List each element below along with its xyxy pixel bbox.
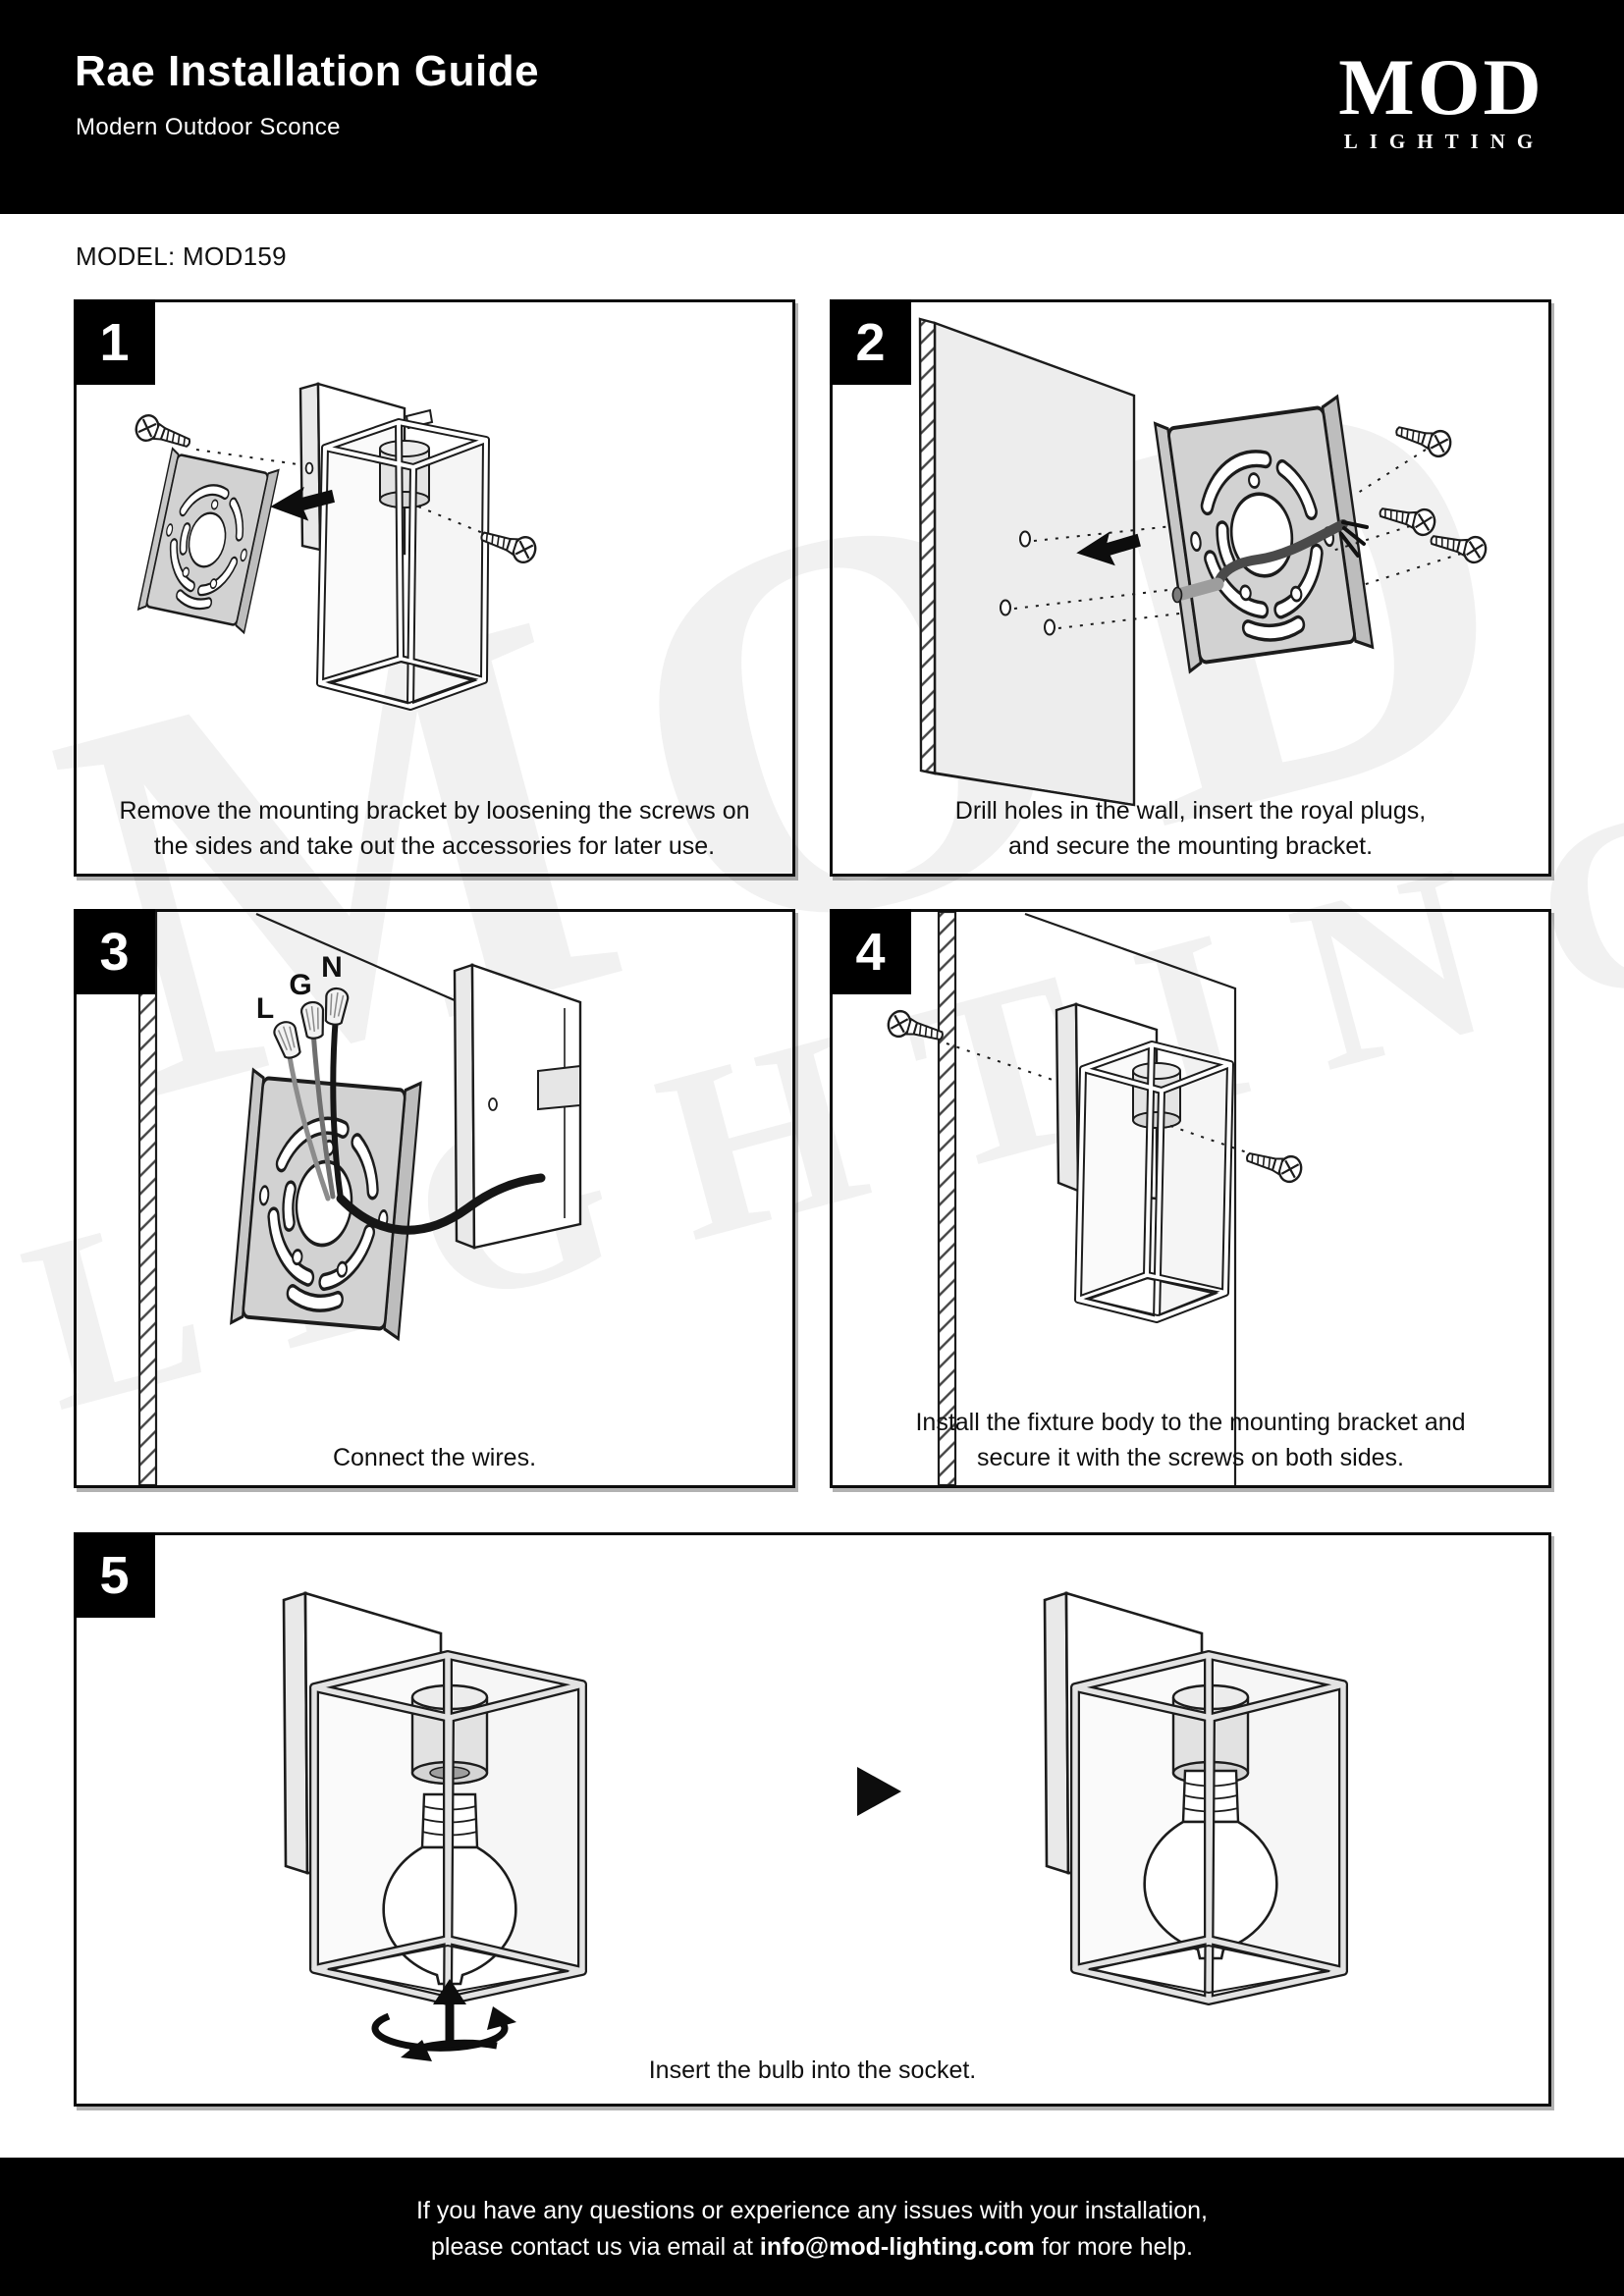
screw-icon [884, 1007, 947, 1050]
screw-icon [132, 410, 195, 456]
footer-line-1: If you have any questions or experience … [415, 2197, 1208, 2224]
page-title: Rae Installation Guide [75, 47, 540, 95]
wire-nut-icon [321, 986, 351, 1028]
screw-icon [1427, 525, 1489, 566]
step-5-illustration [282, 1591, 1348, 2061]
step-5-caption: Insert the bulb into the socket. [648, 2056, 977, 2084]
screw-icon [1391, 417, 1455, 460]
wire-nut-icon [270, 1018, 305, 1062]
step-5-badge: 5 [74, 1532, 155, 1618]
next-step-arrow-icon [857, 1767, 901, 1816]
remove-arrow-icon [270, 486, 335, 521]
fixture-with-bulb-installed [1043, 1591, 1348, 2005]
screw-icon [1376, 498, 1438, 539]
step-1-caption: Remove the mounting bracket by loosening… [119, 797, 750, 860]
footer-line-2-prefix: please contact us via email at [431, 2233, 760, 2261]
wire-label-live: L [256, 992, 274, 1025]
step-2-caption: Drill holes in the wall, insert the roya… [954, 797, 1427, 860]
wire-bundle [1171, 519, 1369, 604]
brand-logo-lighting: LIGHTING [1343, 129, 1545, 153]
step-4-caption: Install the fixture body to the mounting… [915, 1409, 1466, 1471]
step-3-badge: 3 [74, 909, 155, 994]
step-3-panel: 3 L G N Connect the wires. [74, 909, 795, 1488]
wires [286, 1013, 546, 1235]
brand-logo: MOD LIGHTING [1324, 42, 1559, 154]
step-3-caption: Connect the wires. [332, 1444, 537, 1471]
step-1-panel: 1 [74, 299, 795, 877]
model-number: MODEL: MOD159 [76, 241, 287, 271]
step-4-badge: 4 [830, 909, 911, 994]
step-2-panel: 2 Drill holes in the wall, insert the ro… [830, 299, 1551, 877]
fixture-lantern [316, 408, 490, 711]
footer-line-2-suffix: for more help. [1034, 2233, 1193, 2261]
header-bar: Rae Installation Guide Modern Outdoor Sc… [0, 0, 1624, 214]
page-subtitle: Modern Outdoor Sconce [76, 114, 341, 140]
step-4-illustration [884, 912, 1306, 1485]
wall-illustration [137, 912, 456, 1485]
wall-illustration [937, 912, 1237, 1485]
step-5-panel: 5 [74, 1532, 1551, 2107]
fixture-backplate [453, 963, 582, 1250]
step-4-panel: 4 [830, 909, 1551, 1488]
wire-label-ground: G [289, 969, 311, 1001]
wire-label-neutral: N [321, 951, 343, 984]
rotate-arrow-icon [371, 2006, 516, 2061]
step-1-badge: 1 [74, 299, 155, 385]
wall-illustration [918, 317, 1136, 807]
insert-arrow-icon [433, 1979, 466, 2046]
step-2-badge: 2 [830, 299, 911, 385]
footer-contact-text: If you have any questions or experience … [0, 2193, 1624, 2266]
screw-icon [1242, 1143, 1306, 1186]
footer-line-2: please contact us via email at info@mod-… [0, 2229, 1624, 2266]
wire-nut-icon [299, 999, 327, 1041]
mounting-bracket [231, 1069, 420, 1339]
step-3-illustration: L G N [137, 912, 582, 1485]
step-2-illustration [918, 317, 1489, 807]
footer-bar: If you have any questions or experience … [0, 2158, 1624, 2296]
footer-email: info@mod-lighting.com [759, 2233, 1035, 2261]
fixture-with-bulb-inserting [282, 1591, 587, 2061]
mounting-bracket [138, 448, 279, 633]
fixture-lantern [1074, 1041, 1234, 1323]
step-1-illustration [132, 382, 540, 711]
feed-arrow-icon [1076, 531, 1141, 566]
brand-logo-mod: MOD [1338, 42, 1544, 132]
